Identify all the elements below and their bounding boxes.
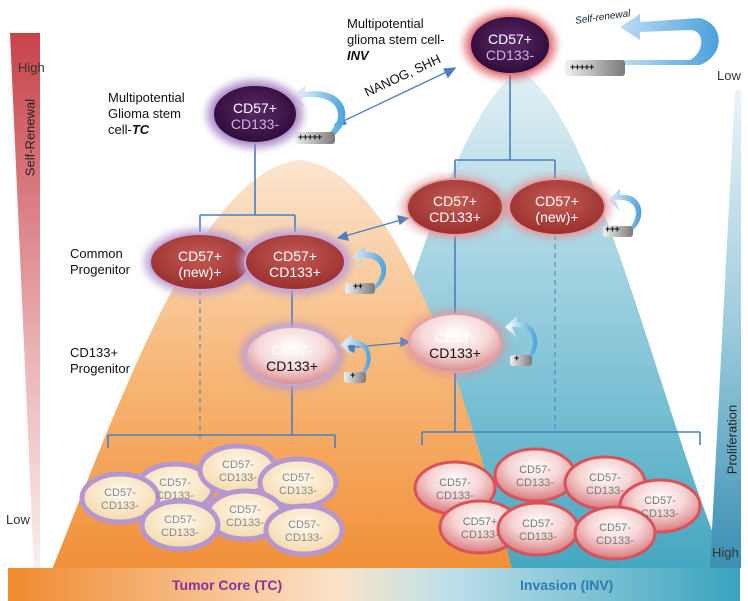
self-renewal-wedge <box>10 33 40 568</box>
cell-label: CD57-CD133- <box>519 518 557 543</box>
cell-label: CD57-CD133- <box>285 519 323 544</box>
dashed-lineage <box>199 235 556 440</box>
cell-label: CD57+CD133- <box>485 31 535 63</box>
region-tc-label: Tumor Core (TC) <box>172 577 283 593</box>
cell-label: CD57+CD133- <box>461 516 499 541</box>
cell-label: CD57-CD133- <box>161 514 199 539</box>
cell-label: CD57-CD133+ <box>429 329 481 361</box>
cell-label: CD57-CD133- <box>156 477 194 502</box>
self-renewal-arrows <box>290 14 719 383</box>
region-inv-label: Invasion (INV) <box>520 577 614 593</box>
cell-inv-new <box>508 178 606 236</box>
cell-tc-prog <box>245 326 339 386</box>
stem-cell-tc <box>212 84 298 144</box>
stem-label-tc: Multipotential Glioma stem cell-TC <box>108 90 185 137</box>
right-axis-top: Low <box>717 68 741 83</box>
cell-label: CD57-CD133- <box>596 522 634 547</box>
cell-label: CD57-CD133- <box>586 472 624 497</box>
cell-label: CD57-CD133- <box>101 487 139 512</box>
cell-tc-cd133 <box>244 233 346 291</box>
cd133-progenitor-label: CD133+ Progenitor <box>70 345 130 376</box>
cell-label: CD57+CD133- <box>230 100 280 132</box>
cell-label: CD57-CD133- <box>226 504 264 529</box>
cell-inv-prog <box>408 313 502 373</box>
cell-label: CD57+(new)+ <box>535 193 579 225</box>
cell-label: CD57-CD133- <box>436 477 474 502</box>
cell-label: CD57+(new)+ <box>178 248 222 280</box>
cell-label: CD57-CD133- <box>641 495 679 520</box>
cell-label: CD57-CD133+ <box>266 342 318 374</box>
renewal-mark: +++++ <box>570 62 594 72</box>
cell-label: CD57+CD133+ <box>429 193 481 225</box>
cell-label: CD57-CD133- <box>516 464 554 489</box>
left-axis-top: High <box>18 60 45 75</box>
inv-differentiated-cluster <box>413 447 702 561</box>
right-axis-bottom: High <box>712 545 739 560</box>
renewal-mark: +++++ <box>298 132 322 142</box>
left-axis-bottom: Low <box>6 512 30 527</box>
left-axis-title: Self-Renewal <box>22 98 38 177</box>
renewal-mark: +++ <box>605 224 620 234</box>
stem-label-inv: Multipotential glioma stem cell- INV <box>347 16 445 63</box>
renewal-mark: ++ <box>353 281 363 291</box>
lineage-lines <box>107 65 701 448</box>
common-progenitor-label: Common Progenitor <box>70 246 130 277</box>
cell-label: CD57-CD133- <box>219 459 257 484</box>
cell-label: CD57+CD133+ <box>269 248 321 280</box>
renewal-mark: + <box>514 353 519 363</box>
renewal-mark: + <box>350 370 355 380</box>
stem-cell-inv <box>469 15 551 75</box>
tc-differentiated-cluster <box>79 443 345 557</box>
right-axis-title: Proliferation <box>724 404 740 475</box>
cell-label: CD57-CD133- <box>279 472 317 497</box>
region-bar <box>8 568 740 601</box>
proliferation-wedge <box>710 90 741 568</box>
